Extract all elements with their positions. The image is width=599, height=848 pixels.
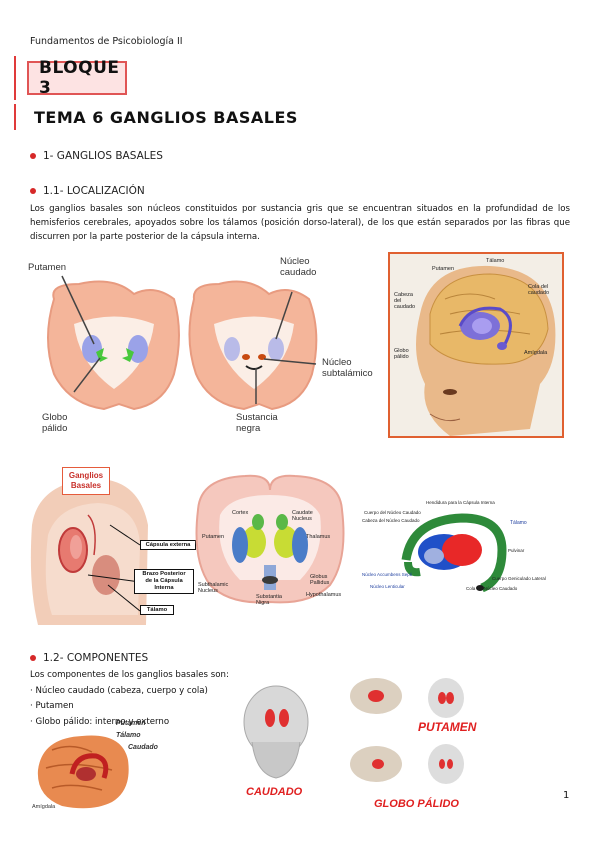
section-1-label: 1- GANGLIOS BASALES [43,150,163,162]
label-line: Núcleo [322,357,352,368]
localization-paragraph: Los ganglios basales son núcleos constit… [30,204,570,242]
bloque-title: BLOQUE 3 [27,58,127,98]
callout-line: Basales [70,481,102,490]
label-lenticular: Núcleo Lenticular [370,584,405,589]
label-globo-palido: Globo pálido [394,348,409,360]
label-sustancia-negra: Sustancia negra [236,412,278,434]
label-talamo: Tálamo [486,258,505,264]
label-talamo: Tálamo [510,520,527,526]
bullet-icon [30,188,36,194]
figure-coronal-sections: Putamen Núcleo caudado Núcleo subtalámic… [24,254,374,444]
components-list: Los componentes de los ganglios basales … [30,668,250,730]
figure-head-brain: Tálamo Putamen Cola del caudado Cabeza d… [388,252,564,438]
figure-axial-section: Ganglios Basales Cápsula externa Brazo P… [28,465,196,629]
label-acumbens: Núcleo Accumbens Septi [362,572,413,577]
label-amigdala: Amígdala [32,804,56,810]
section-1-2: 1.2- COMPONENTES [30,652,148,664]
label-line: Núcleo [280,256,310,267]
skull-illustration [243,685,309,779]
figure-colored-coronal: Cortex Caudate Nucleus Putamen Thalamus … [190,470,350,610]
section-1: 1- GANGLIOS BASALES [30,150,163,162]
label-substantia: Substantia Nigra [256,594,282,606]
label-putamen: Putamen [116,720,146,727]
label-geniculado: Cuerpo Geniculado Lateral [492,576,546,581]
label-line: Globo [42,412,68,423]
label-globo-palido: GLOBO PÁLIDO [374,798,459,810]
label-line: Sustancia [236,412,278,423]
label-talamo: Tálamo [116,732,141,739]
label-talamo: Tálamo [140,605,174,615]
accent-bar-top [14,56,16,100]
section-1-1: 1.1- LOCALIZACIÓN [30,185,145,197]
left-coronal-brain [47,280,180,411]
label-globus: Globus Pallidus [310,574,330,586]
label-cola: Cola del Núcleo Caudado [466,586,518,591]
label-putamen: Putamen [28,262,67,273]
bullet-icon [30,153,36,159]
ganglios-basales-callout: Ganglios Basales [62,467,110,495]
label-cabeza-caudado: Cabeza del caudado [394,292,416,310]
label-putamen: Putamen [432,266,455,272]
coronal-sections-illustration [47,275,318,411]
label-caudado: CAUDADO [246,786,303,798]
section-1-2-label: 1.2- COMPONENTES [43,652,149,664]
figure-skull-caudado: CAUDADO [236,682,316,800]
label-line: subtalámico [322,368,373,379]
figure-lateral-brain: Putamen Tálamo Caudado Amígdala [32,720,182,810]
label-nucleo-caudado: Núcleo caudado [280,256,316,278]
callout-line: Ganglios [68,471,104,480]
label-line: Interna [154,585,174,591]
label-putamen: Putamen [202,534,225,540]
tema-title: TEMA 6 GANGLIOS BASALES [34,108,298,127]
label-cabeza: Cabeza del Núcleo Caudado [362,518,420,523]
component-item: · Putamen [30,701,74,711]
label-pulvinar: Pulvinar [508,548,525,553]
label-hypothalamus: Hypothalamus [306,592,342,598]
component-item: · Núcleo caudado (cabeza, cuerpo y cola) [30,685,208,696]
colored-coronal-illustration [195,474,345,604]
figure-lateral-schematic: Hendidura para la Cápsula Interna Cuerpo… [362,500,562,600]
label-line: negra [236,423,261,434]
label-line: de la Cápsula [145,578,183,584]
label-line: caudado [280,267,317,278]
label-brazo-posterior: Brazo Posterior de la Cápsula Interna [134,569,194,594]
label-caudado: Caudado [128,744,158,751]
label-globo-palido: Globo pálido [42,412,67,434]
label-nucleo-subtalamico: Núcleo subtalámico [322,357,373,379]
component-item: · Globo pálido: interno y externo [30,716,170,727]
lateral-brain-illustration [37,735,129,809]
figure-putamen-globo: PUTAMEN GLOBO PÁLIDO [346,672,486,812]
label-cortex: Cortex [232,510,249,516]
putamen-globo-illustration [350,678,464,784]
label-line: Brazo Posterior [142,571,186,577]
label-capsula-externa: Cápsula externa [140,540,196,550]
right-coronal-brain [188,280,318,411]
axial-illustration [30,478,148,625]
head-illustration [416,265,556,436]
label-line: pálido [42,423,68,434]
page-number: 1 [563,790,570,801]
label-cola-caudado: Cola del caudado [528,284,550,296]
bullet-icon [30,655,36,661]
accent-bar-bottom [14,104,16,130]
section-1-1-label: 1.1- LOCALIZACIÓN [43,185,145,197]
label-subthalamic: Subthalamic Nucleus [198,582,229,594]
label-amigdala: Amígdala [524,350,548,356]
label-caudate: Caudate Nucleus [292,510,313,522]
label-putamen: PUTAMEN [418,720,477,734]
label-top: Hendidura para la Cápsula Interna [426,500,495,505]
components-intro: Los componentes de los ganglios basales … [30,670,229,680]
lateral-schematic-illustration [401,513,507,593]
label-thalamus: Thalamus [306,534,331,540]
label-cuerpo: Cuerpo del Núcleo Caudado [364,510,421,515]
document-header: Fundamentos de Psicobiología II [30,36,183,47]
